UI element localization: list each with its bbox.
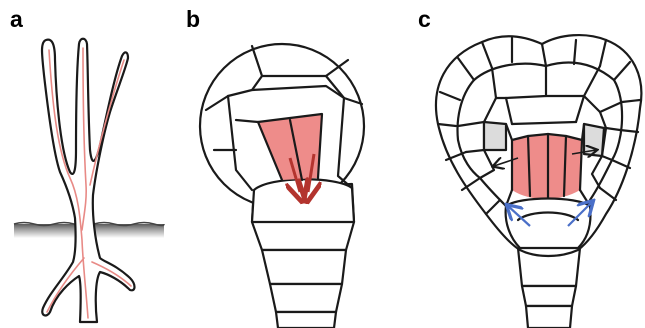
c-grey-cell-left [484, 122, 506, 150]
panel-c-embryo [436, 35, 641, 328]
c-suspensor [518, 248, 580, 328]
panel-b-embryo [200, 44, 364, 328]
b-hypophysis [252, 179, 354, 222]
c-hypophysis [506, 199, 591, 249]
plant-outline [42, 39, 135, 322]
panel-a-plant [14, 39, 164, 322]
